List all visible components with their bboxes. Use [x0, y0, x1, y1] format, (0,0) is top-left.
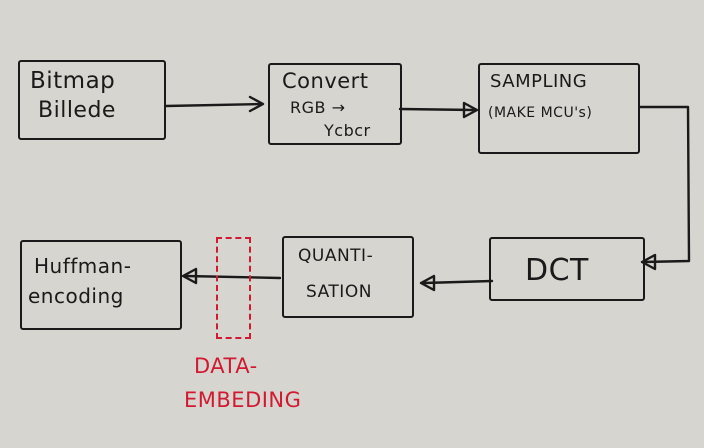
arrow-quant-to-huffman: [184, 274, 282, 280]
sampling-label-line2: (MAKE MCU's): [488, 105, 593, 121]
convert-box: Convert RGB → Ycbcr: [268, 63, 402, 145]
sampling-label-line1: SAMPLING: [490, 71, 588, 92]
arrow-convert-to-sampling: [398, 107, 476, 112]
quantisation-box: QUANTI- SATION: [282, 236, 414, 318]
convert-label-line2: RGB →: [290, 98, 346, 117]
arrowhead-sampling: [462, 101, 479, 119]
convert-label-line1: Convert: [282, 69, 369, 93]
quantisation-label-line2: SATION: [306, 282, 372, 302]
convert-label-line3: Ycbcr: [324, 121, 371, 140]
huffman-label-line2: encoding: [28, 284, 124, 308]
quantisation-label-line1: QUANTI-: [298, 246, 374, 266]
arrowhead-dct: [640, 253, 657, 271]
arrowhead-convert: [248, 95, 265, 113]
bitmap-label-line1: Bitmap: [30, 68, 116, 94]
arrow-sampling-to-dct: [638, 105, 691, 264]
arrowhead-huffman: [181, 267, 198, 285]
bitmap-box: Bitmap Billede: [18, 60, 166, 140]
arrow-bitmap-to-convert: [164, 102, 264, 108]
data-embedding-box: [216, 237, 251, 339]
sampling-box: SAMPLING (MAKE MCU's): [478, 63, 640, 154]
dct-label: DCT: [525, 253, 589, 288]
annotation-label-line2: EMBEDING: [184, 388, 302, 412]
bitmap-label-line2: Billede: [38, 98, 116, 123]
huffman-box: Huffman- encoding: [20, 240, 182, 330]
dct-box: DCT: [489, 237, 645, 301]
annotation-label-line1: DATA-: [194, 354, 258, 378]
arrowhead-quant: [419, 274, 436, 292]
arrow-dct-to-quant: [422, 279, 494, 285]
huffman-label-line1: Huffman-: [34, 254, 132, 278]
